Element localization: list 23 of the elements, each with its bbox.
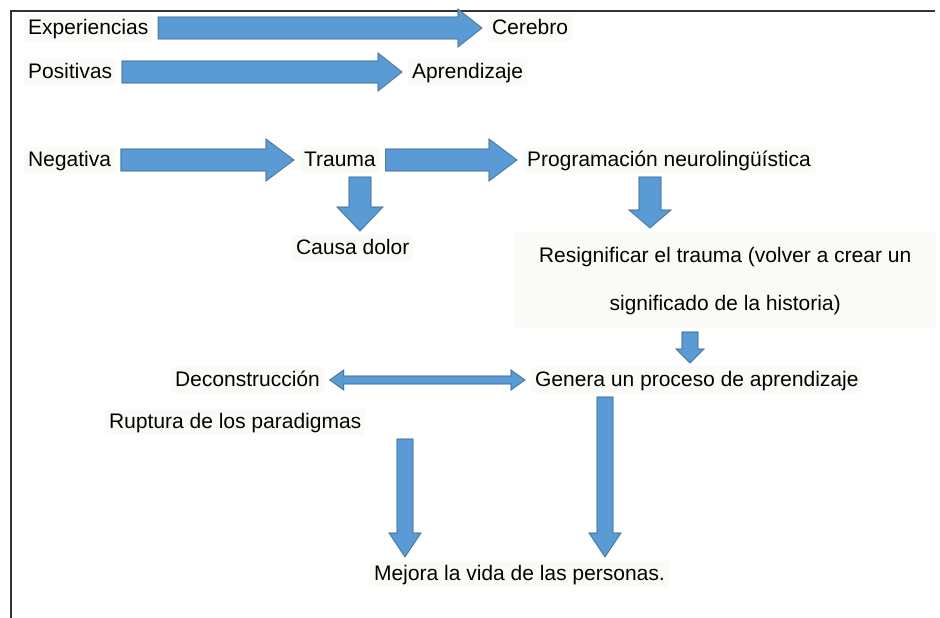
- text-label: Aprendizaje: [408, 59, 527, 85]
- block-arrow: [385, 138, 518, 182]
- block-arrow: [674, 332, 706, 364]
- text-label: Mejora la vida de las personas.: [370, 561, 669, 587]
- text-label: Trauma: [300, 147, 380, 173]
- text-label: Programación neurolingüística: [523, 147, 815, 173]
- block-arrow: [388, 438, 422, 558]
- text-label: Resignificar el trauma (volver a crear un significado de la historia): [514, 232, 936, 328]
- text-label: Positivas: [24, 59, 116, 85]
- block-arrow: [588, 396, 622, 558]
- text-label: Causa dolor: [292, 235, 414, 261]
- block-arrow: [336, 176, 384, 232]
- text-label: Experiencias: [24, 15, 152, 41]
- block-arrow: [158, 8, 483, 48]
- text-label: Ruptura de los paradigmas: [105, 409, 366, 435]
- text-label: Negativa: [24, 147, 115, 173]
- block-arrow: [122, 52, 403, 92]
- text-label: Genera un proceso de aprendizaje: [531, 367, 862, 393]
- block-arrow: [328, 369, 526, 391]
- block-arrow: [628, 176, 672, 229]
- text-label: Deconstrucción: [171, 367, 324, 393]
- block-arrow: [120, 138, 295, 182]
- text-label: Cerebro: [488, 15, 572, 41]
